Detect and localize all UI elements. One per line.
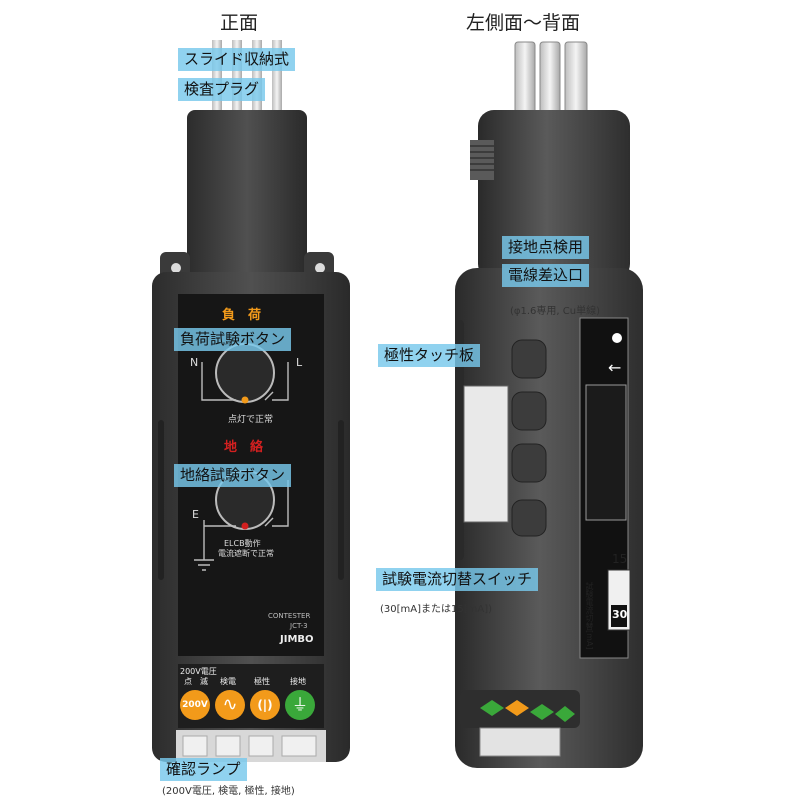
callout-slide-plug-line2: 検査プラグ (178, 78, 266, 101)
front-slide-plug (187, 110, 307, 280)
brand-sub2: JCT-3 (290, 622, 308, 630)
front-prong-1 (212, 40, 222, 115)
indicator-4-top: 接地 (290, 677, 306, 686)
indicator-1-top2: 点 滅 (184, 677, 208, 686)
ground-port-note: (φ1.6専用, Cu単線) (510, 306, 600, 317)
side-device (455, 41, 643, 768)
front-prong-4 (272, 40, 282, 115)
side-arrow-icon: ← (608, 358, 622, 377)
indicator-ground-lamp: ⏚ (285, 690, 315, 720)
heading-side-back: 左側面～背面 (466, 12, 581, 34)
ground-panel-label: 地 絡 (224, 440, 264, 455)
indicator-polarity-lamp: (|) (250, 690, 280, 720)
front-prong-3 (252, 40, 262, 115)
terminal-e-label: E (192, 508, 199, 521)
front-prong-2 (232, 40, 242, 115)
callout-polarity-plate: 極性タッチ板 (378, 344, 481, 367)
callout-confirm-lamp: 確認ランプ (160, 758, 247, 781)
callout-ground-port-line2: 電線差込口 (502, 264, 590, 287)
current-switch-note: (30[mA]または15[mA]) (380, 604, 493, 615)
callout-ground-port-line1: 接地点検用 (502, 236, 590, 259)
polarity-touch-plate-window (463, 385, 509, 523)
front-device (152, 40, 350, 762)
terminal-n-label: N (190, 356, 199, 369)
terminal-l-label: L (296, 356, 303, 369)
brand-logo: JIMBO (280, 634, 314, 645)
load-test-button-shape[interactable] (215, 343, 275, 403)
brand-sub1: CONTESTER (268, 612, 311, 620)
switch-top-label: 15 (612, 552, 628, 566)
load-panel-label: 負 荷 (222, 308, 262, 323)
lit-normal-label: 点灯で正常 (228, 415, 274, 425)
indicator-200v-lamp: 200V (180, 690, 210, 720)
heading-front: 正面 (220, 12, 259, 34)
callout-slide-plug-line1: スライド収納式 (178, 48, 296, 71)
callout-ground-test-button: 地絡試験ボタン (174, 464, 292, 487)
indicator-1-top: 200V電圧 (180, 667, 217, 676)
indicator-3-top: 極性 (254, 677, 270, 686)
callout-load-test-button: 負荷試験ボタン (174, 328, 292, 351)
confirm-lamp-note: (200V電圧, 検電, 極性, 接地) (162, 786, 295, 797)
switch-bottom-label: 30 (612, 608, 628, 621)
elcb-line1: ELCB動作 (224, 539, 261, 548)
indicator-voltage-detect-lamp: ∿ (215, 690, 245, 720)
callout-current-switch: 試験電流切替スイッチ (376, 568, 539, 591)
switch-text: 試験電流切替[mA] (585, 582, 594, 650)
elcb-line2: 電流遮断で正常 (218, 549, 274, 558)
indicator-2-top: 検電 (220, 677, 236, 686)
